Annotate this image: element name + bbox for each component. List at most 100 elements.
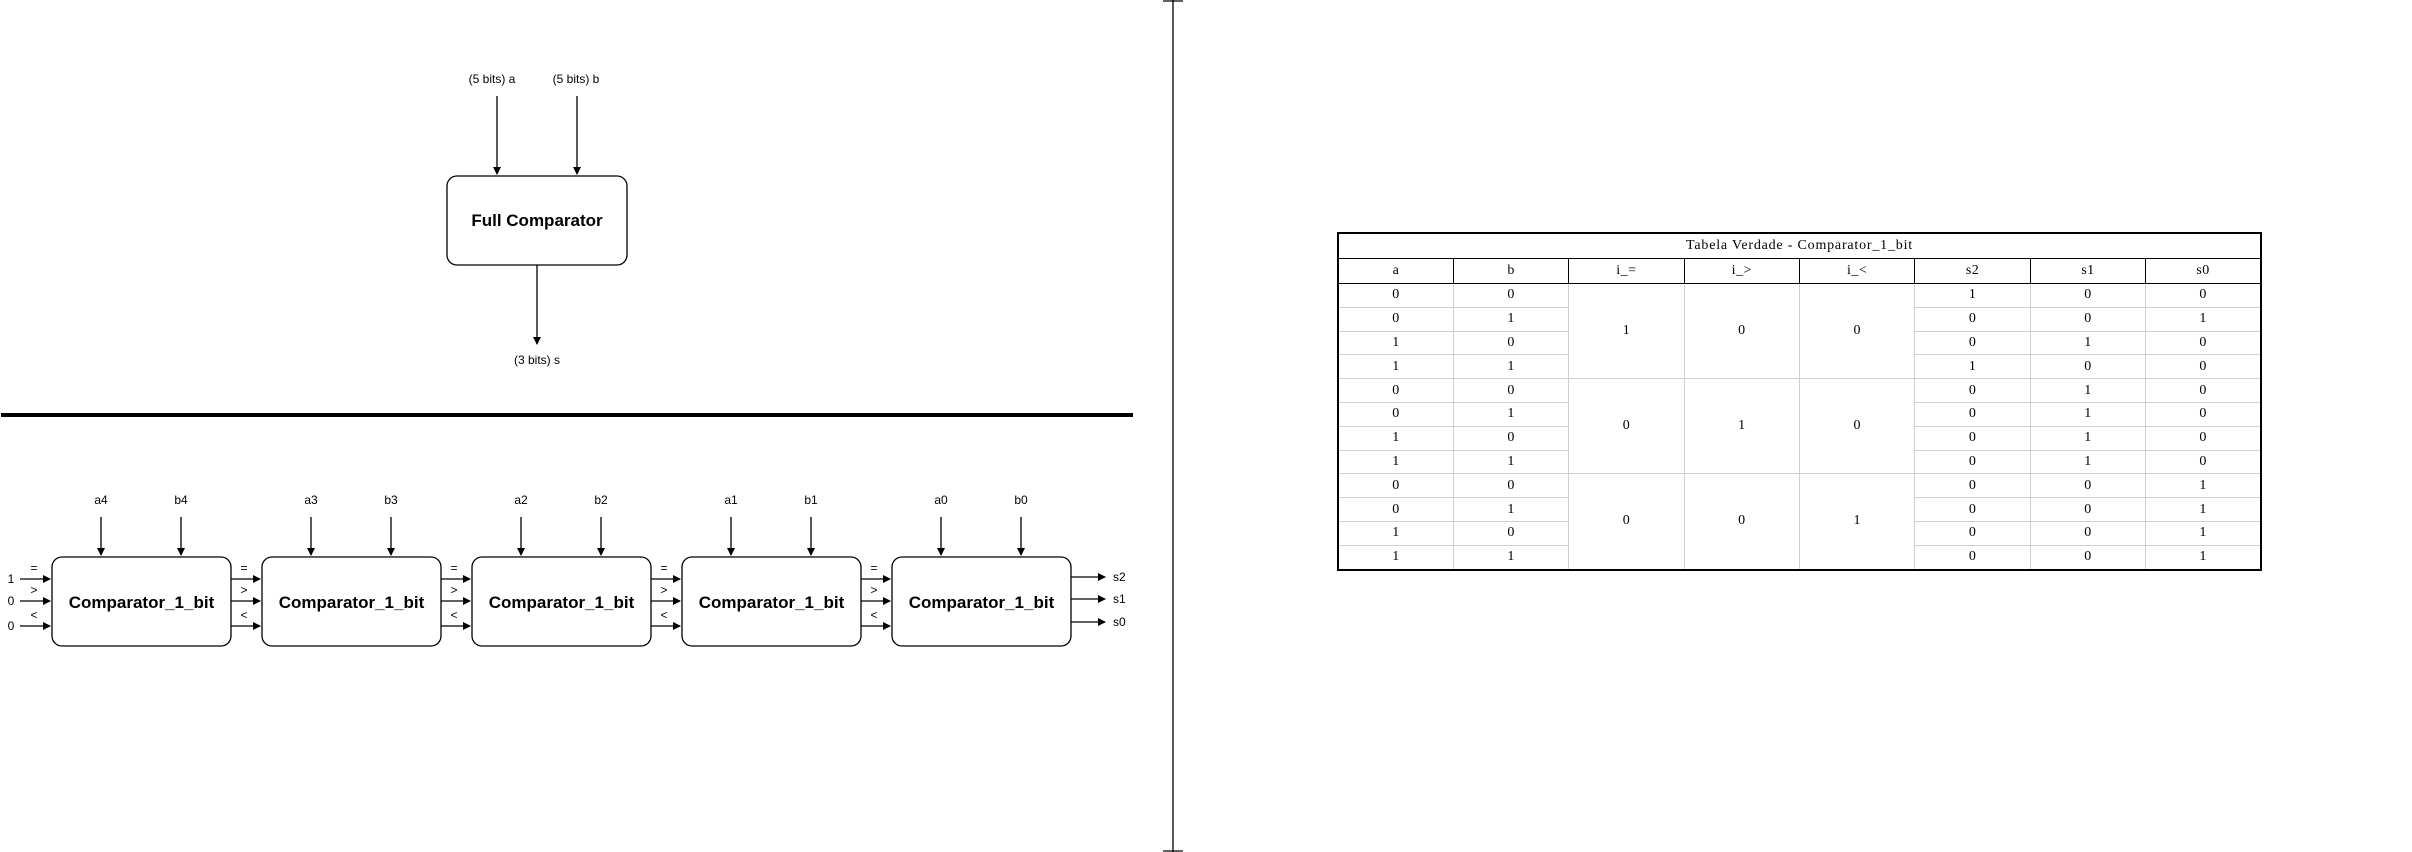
output-label-s0: s0 (1113, 615, 1126, 629)
table-cell: 1 (2145, 473, 2262, 499)
full-comparator-label: Full Comparator (471, 211, 603, 230)
port-symbol-0-0: = (30, 561, 37, 575)
table-cell: 0 (2029, 473, 2147, 499)
table-cell: 0 (1798, 282, 1916, 380)
input-label-a0: a0 (934, 493, 948, 507)
table-cell: 0 (1452, 520, 1570, 546)
table-cell: 1 (1452, 401, 1570, 427)
table-cell: 0 (1914, 497, 2031, 522)
table-cell: 1 (1452, 306, 1570, 332)
table-cell: 1 (1337, 354, 1454, 380)
table-cell: 0 (1568, 378, 1685, 475)
port-symbol-3-1: > (660, 583, 667, 597)
comparator-block-4 (891, 556, 1072, 647)
input-label-b0: b0 (1014, 493, 1028, 507)
table-cell: 0 (1683, 282, 1801, 380)
table-cell: 0 (2029, 306, 2147, 332)
port-symbol-4-0: = (870, 561, 877, 575)
comparator-label-2: Comparator_1_bit (489, 593, 635, 612)
table-cell: 1 (1337, 544, 1454, 571)
comparator-label-0: Comparator_1_bit (69, 593, 215, 612)
table-cell: 0 (1452, 473, 1570, 499)
table-cell: 0 (2029, 283, 2147, 308)
column-header: b (1452, 258, 1570, 284)
input-label-a3: a3 (304, 493, 318, 507)
table-cell: 0 (1452, 330, 1570, 356)
comparator-label-3: Comparator_1_bit (699, 593, 845, 612)
table-cell: 0 (1337, 306, 1454, 332)
table-cell: 1 (1337, 449, 1454, 475)
table-cell: 0 (2145, 354, 2262, 380)
input-label-a4: a4 (94, 493, 108, 507)
table-cell: 1 (2029, 378, 2147, 403)
initial-input-0: 1 (8, 572, 15, 586)
port-symbol-1-2: < (240, 608, 247, 622)
input-label-a1: a1 (724, 493, 738, 507)
table-cell: 0 (1337, 473, 1454, 499)
table-cell: 1 (1337, 520, 1454, 546)
table-cell: 0 (1452, 378, 1570, 403)
table-cell: 0 (2029, 354, 2147, 380)
table-cell: 0 (1914, 520, 2031, 546)
initial-input-1: 0 (8, 594, 15, 608)
table-cell: 0 (1337, 401, 1454, 427)
table-cell: 0 (1337, 283, 1454, 308)
port-symbol-2-0: = (450, 561, 457, 575)
table-cell: 1 (1914, 283, 2031, 308)
table-cell: 0 (2145, 425, 2262, 451)
port-symbol-4-2: < (870, 608, 877, 622)
input-label-b2: b2 (594, 493, 608, 507)
table-cell: 0 (1914, 425, 2031, 451)
initial-input-2: 0 (8, 619, 15, 633)
table-cell: 0 (1914, 330, 2031, 356)
port-symbol-1-0: = (240, 561, 247, 575)
port-symbol-1-1: > (240, 583, 247, 597)
table-cell: 0 (1914, 378, 2031, 403)
table-cell: 0 (1914, 306, 2031, 332)
table-cell: 1 (1568, 282, 1685, 380)
column-header: i_< (1798, 258, 1916, 284)
table-cell: 1 (2029, 330, 2147, 356)
table-cell: 1 (1337, 330, 1454, 356)
table-cell: 1 (2145, 306, 2262, 332)
table-title: Tabela Verdade - Comparator_1_bit (1337, 232, 2262, 259)
comparator-label-1: Comparator_1_bit (279, 593, 425, 612)
table-cell: 0 (2145, 401, 2262, 427)
table-cell: 0 (2029, 544, 2147, 571)
table-cell: 0 (1798, 378, 1916, 475)
table-cell: 1 (2145, 520, 2262, 546)
full-comparator-section: (5 bits) a (5 bits) b Full Comparator (3… (446, 72, 628, 367)
column-header: i_> (1683, 258, 1801, 284)
table-cell: 0 (2145, 449, 2262, 475)
input-label-a2: a2 (514, 493, 528, 507)
table-cell: 0 (1337, 497, 1454, 522)
comparator-label-4: Comparator_1_bit (909, 593, 1055, 612)
input-label-b3: b3 (384, 493, 398, 507)
column-header: s2 (1914, 258, 2031, 284)
table-cell: 0 (1914, 473, 2031, 499)
table-cell: 1 (1452, 497, 1570, 522)
input-a-label: (5 bits) a (469, 72, 516, 86)
table-cell: 1 (1683, 378, 1801, 475)
table-cell: 0 (1452, 283, 1570, 308)
input-label-b1: b1 (804, 493, 818, 507)
input-label-b4: b4 (174, 493, 188, 507)
column-header: s1 (2029, 258, 2147, 284)
table-cell: 0 (1568, 473, 1685, 571)
column-header: a (1337, 258, 1454, 284)
port-symbol-2-1: > (450, 583, 457, 597)
table-cell: 0 (2145, 378, 2262, 403)
port-symbol-0-2: < (30, 608, 37, 622)
output-label-s1: s1 (1113, 592, 1126, 606)
table-cell: 0 (2145, 283, 2262, 308)
output-label-s2: s2 (1113, 570, 1126, 584)
table-cell: 0 (2029, 497, 2147, 522)
table-cell: 1 (2145, 497, 2262, 522)
